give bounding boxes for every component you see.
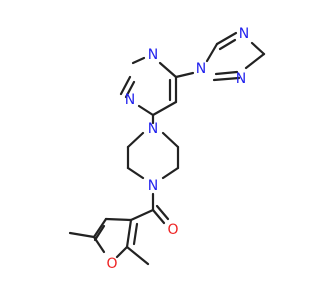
bond bbox=[212, 76, 241, 82]
bond bbox=[155, 204, 170, 221]
bond bbox=[214, 70, 239, 76]
bond bbox=[161, 166, 180, 180]
furan-o-atom: O bbox=[106, 256, 117, 272]
triazole-ring bbox=[205, 31, 266, 82]
bond bbox=[132, 222, 139, 246]
bond bbox=[151, 208, 166, 225]
bond bbox=[215, 31, 238, 46]
bond bbox=[161, 131, 180, 149]
piperazine-n-atom: N bbox=[148, 178, 158, 194]
pyrimidine-n-atom: N bbox=[125, 92, 135, 108]
pyrimidine-ring bbox=[119, 56, 195, 117]
carbonyl-o-atom: O bbox=[167, 222, 178, 238]
pyrimidine-n-atom: N bbox=[148, 47, 158, 63]
bond bbox=[205, 42, 219, 63]
bond bbox=[131, 56, 146, 65]
bond bbox=[124, 80, 136, 99]
bond bbox=[218, 38, 237, 51]
bond bbox=[115, 245, 129, 259]
bond bbox=[125, 245, 150, 266]
bond bbox=[92, 235, 106, 254]
triazole-n-atom: N bbox=[239, 26, 249, 42]
bond bbox=[68, 231, 96, 239]
bond bbox=[104, 217, 133, 222]
molecule-canvas: N N N N N N N O O bbox=[68, 26, 266, 272]
bond bbox=[129, 208, 155, 222]
bond bbox=[250, 41, 266, 56]
triazole-n-atom: N bbox=[196, 61, 206, 77]
bond bbox=[125, 218, 133, 249]
bond bbox=[92, 217, 108, 239]
bond bbox=[151, 100, 178, 117]
bond bbox=[126, 166, 145, 180]
bond bbox=[244, 52, 266, 70]
bond bbox=[126, 131, 145, 149]
triazole-n-atom: N bbox=[236, 71, 246, 87]
bond bbox=[93, 224, 106, 242]
structure-diagram: N N N N N N N O O bbox=[68, 26, 266, 272]
furan-ring bbox=[68, 217, 150, 266]
bond bbox=[158, 61, 178, 79]
bond bbox=[119, 75, 132, 96]
atom-labels: N N N N N N N O O bbox=[106, 26, 249, 272]
piperazine-ring bbox=[126, 131, 180, 180]
bond bbox=[174, 71, 195, 79]
bond bbox=[137, 104, 155, 117]
piperazine-n-atom: N bbox=[148, 121, 158, 137]
